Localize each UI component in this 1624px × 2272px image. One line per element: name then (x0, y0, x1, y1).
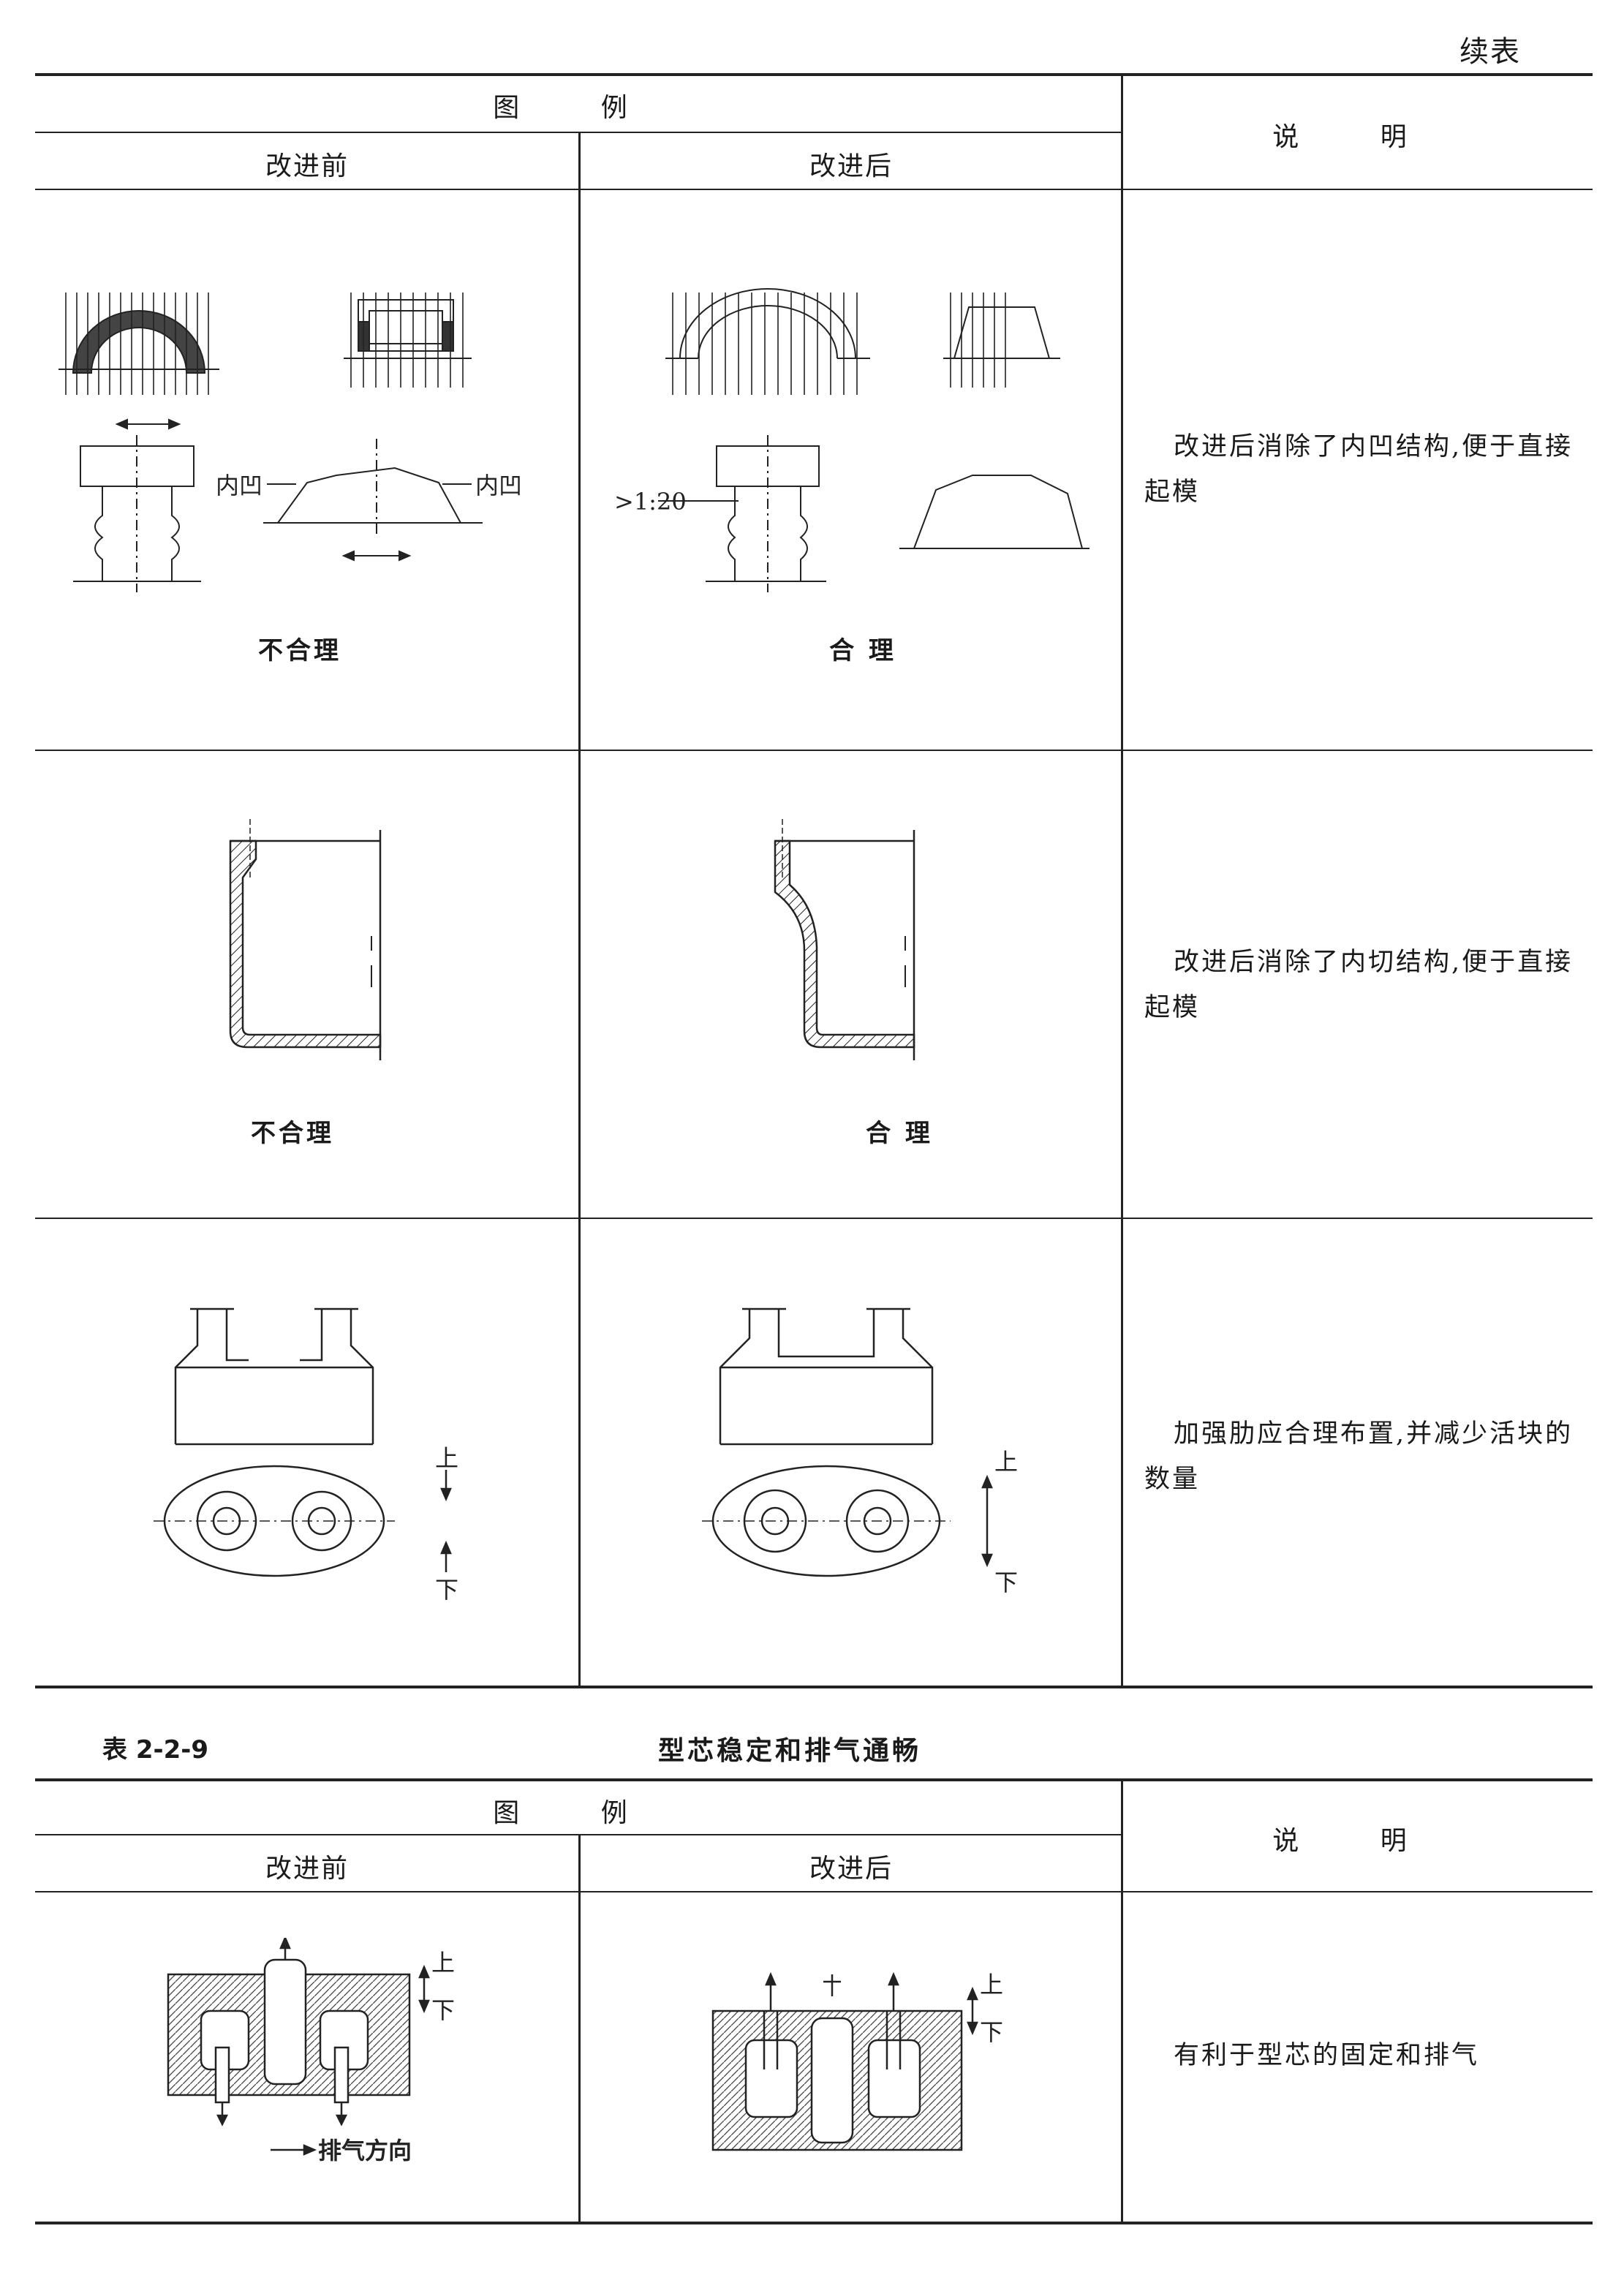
t2-header-before: 改进前 (265, 1854, 349, 1884)
row2-before-caption: 不合理 (251, 1119, 334, 1148)
row1-note: 改进后消除了内凹结构,便于直接起模 (1144, 432, 1574, 507)
t2-header-note: 说 明 (1272, 1826, 1443, 1856)
t2-after-figure: 上 下 (709, 1960, 1016, 2179)
table2-title: 型芯稳定和排气通畅 (658, 1736, 922, 1766)
row3-after-label-down: 下 (994, 1569, 1018, 1596)
row1-before-figure: 内凹 内凹 (44, 249, 570, 592)
row3-after-figure: 上 下 (702, 1302, 1038, 1609)
continued-label: 续表 (1459, 35, 1521, 69)
t2-after-label-down: 下 (980, 2018, 1003, 2046)
row2-before-figure (212, 819, 402, 1075)
t2-header-figure-group: 图 例 (493, 1798, 664, 1828)
t2-header-after: 改进后 (809, 1854, 893, 1884)
header-figure-group: 图 例 (493, 93, 664, 123)
row3-after-label-up: 上 (994, 1448, 1018, 1476)
header-before: 改进前 (265, 151, 349, 181)
row3-before-figure: 上 下 (154, 1302, 490, 1609)
row1-after-figure: >1:20 (592, 249, 1111, 592)
row2-after-figure (760, 819, 951, 1075)
row3-before-label-down: 下 (435, 1576, 458, 1604)
header-note: 说 明 (1272, 122, 1443, 152)
row1-before-caption: 不合理 (258, 636, 341, 665)
row2-after-caption: 合 理 (866, 1119, 933, 1148)
row1-before-label-right: 内凹 (475, 472, 522, 499)
t2-row1-note: 有利于型芯的固定和排气 (1174, 2041, 1480, 2070)
t2-before-label-vent: 排气方向 (318, 2137, 412, 2165)
t2-after-label-up: 上 (980, 1971, 1003, 1999)
row1-before-label-left: 内凹 (216, 472, 263, 499)
row3-note: 加强肋应合理布置,并减少活块的数量 (1144, 1419, 1574, 1494)
t2-before-label-up: 上 (431, 1949, 455, 1977)
table2-number: 表 2-2-9 (102, 1735, 209, 1765)
t2-before-label-down: 下 (431, 1996, 455, 2024)
header-after: 改进后 (809, 151, 893, 181)
t2-before-figure: 上 下 排气方向 (161, 1935, 468, 2179)
row1-after-caption: 合 理 (829, 636, 896, 665)
row1-after-label-ratio: >1:20 (614, 488, 687, 516)
row2-note: 改进后消除了内切结构,便于直接起模 (1144, 948, 1574, 1022)
row3-before-label-up: 上 (435, 1444, 458, 1472)
